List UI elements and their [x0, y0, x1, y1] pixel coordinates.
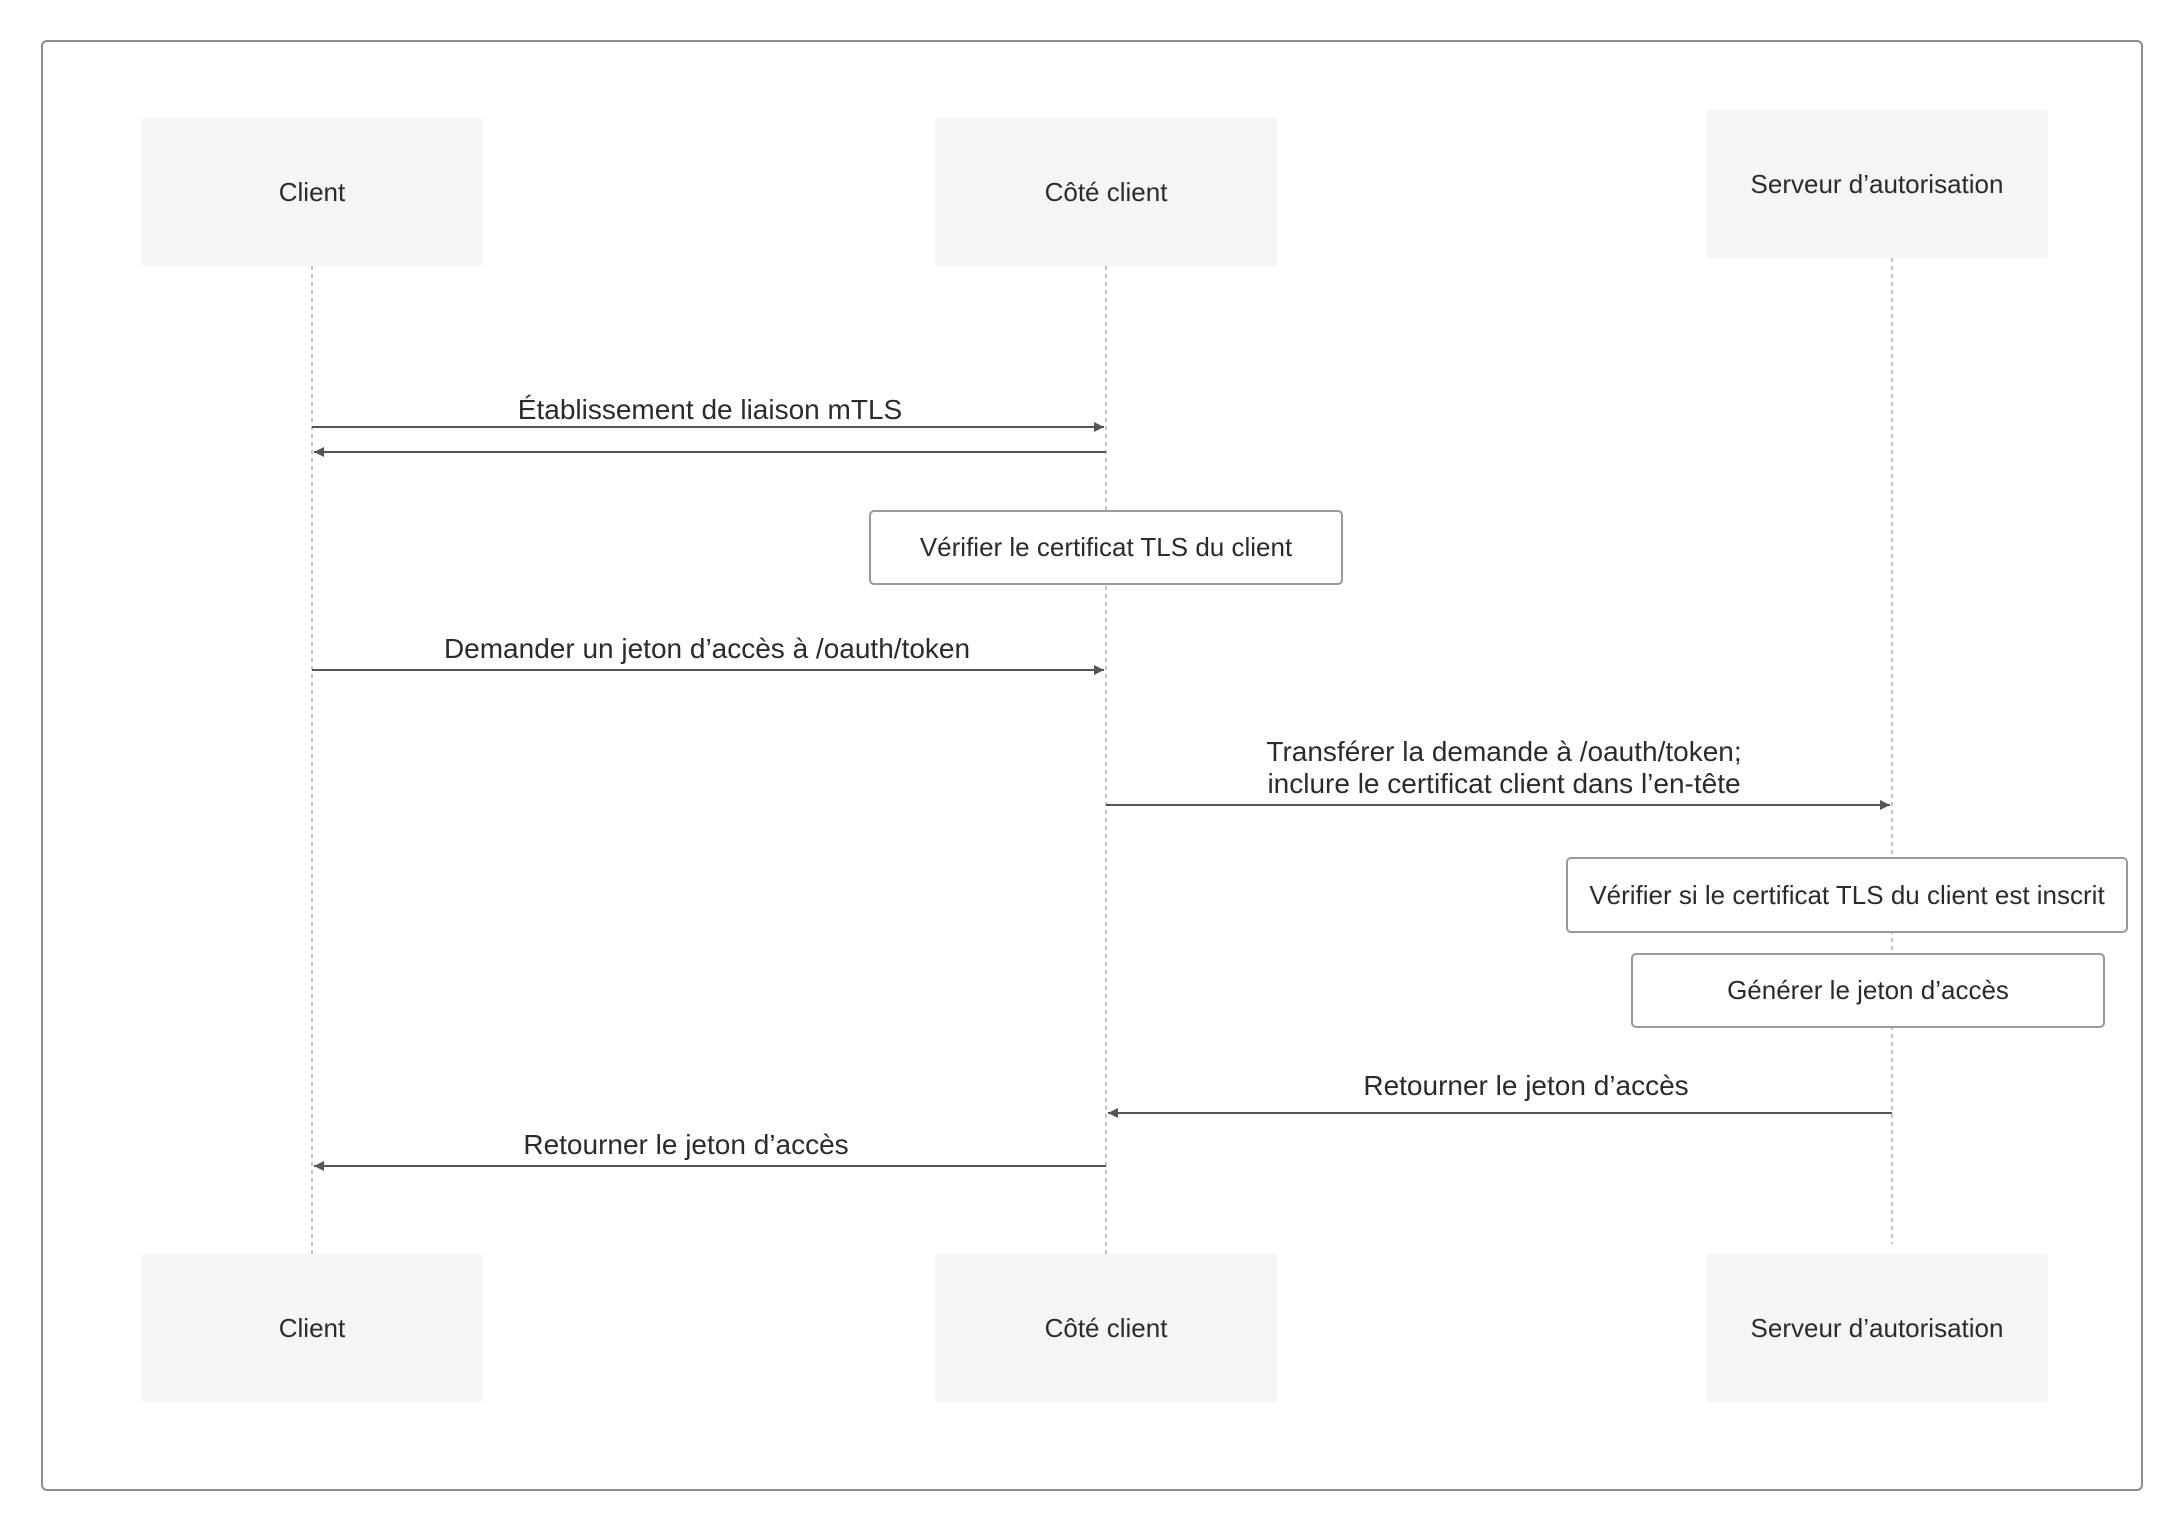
actor-auth-server-top: Serveur d’autorisation — [1706, 110, 2048, 258]
note-verify-client-certificate: Vérifier le certificat TLS du client — [869, 510, 1343, 585]
actor-client-side-top: Côté client — [935, 118, 1277, 266]
actor-label: Côté client — [1044, 176, 1168, 207]
actor-label: Client — [278, 176, 346, 207]
message-label-return-token-server: Retourner le jeton d’accès — [1363, 1070, 1689, 1101]
note-label: Vérifier le certificat TLS du client — [919, 532, 1293, 562]
actor-label: Côté client — [1044, 1312, 1168, 1343]
note-check-certificate-registered: Vérifier si le certificat TLS du client … — [1566, 857, 2128, 933]
message-label-return-token-client: Retourner le jeton d’accès — [523, 1129, 849, 1160]
actor-label: Serveur d’autorisation — [1750, 168, 2004, 199]
actor-label: Serveur d’autorisation — [1750, 1312, 2004, 1343]
actor-client-bottom: Client — [141, 1254, 483, 1402]
message-label-request-token: Demander un jeton d’accès à /oauth/token — [443, 633, 971, 664]
message-label-forward-request: Transférer la demande à /oauth/token; in… — [1266, 736, 1742, 799]
actor-label: Client — [278, 1312, 346, 1343]
note-label: Générer le jeton d’accès — [1727, 975, 2009, 1005]
diagram-frame — [41, 40, 2143, 1491]
actor-client-side-bottom: Côté client — [935, 1254, 1277, 1402]
note-label: Vérifier si le certificat TLS du client … — [1589, 879, 2105, 910]
actor-auth-server-bottom: Serveur d’autorisation — [1706, 1254, 2048, 1402]
note-generate-access-token: Générer le jeton d’accès — [1631, 953, 2105, 1028]
actor-client-top: Client — [141, 118, 483, 266]
message-label-mtls-handshake: Établissement de liaison mTLS — [517, 394, 903, 425]
